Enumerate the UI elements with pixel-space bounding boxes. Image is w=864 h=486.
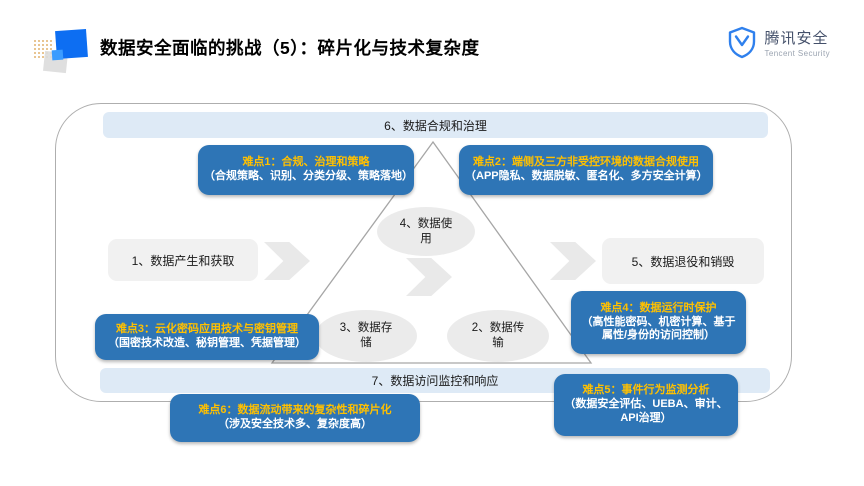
challenge-desc: （数据安全评估、UEBA、审计、API治理） [564, 398, 728, 424]
challenge-title: 难点2：端侧及三方非受控环境的数据合规使用 [472, 156, 700, 169]
challenge-title: 难点5：事件行为监测分析 [582, 384, 710, 397]
challenge-desc: （涉及安全技术多、复杂度高） [218, 418, 372, 430]
stage-ellipse-label: 3、数据存 [339, 322, 393, 335]
stage-box-1: 1、数据产生和获取 [108, 239, 258, 281]
stage-ellipse-4: 4、数据使 用 [377, 207, 475, 256]
stage-ellipse-label: 输 [492, 337, 504, 349]
brand-name: 腾讯安全 [764, 30, 829, 48]
challenge-title: 难点3：云化密码应用技术与密钥管理 [115, 323, 299, 336]
challenge-desc: （APP隐私、数据脱敏、匿名化、多方安全计算） [465, 170, 708, 182]
challenge-card-2: 难点2：端侧及三方非受控环境的数据合规使用 （APP隐私、数据脱敏、匿名化、多方… [459, 145, 713, 195]
stage-ellipse-label: 储 [360, 337, 372, 349]
challenge-title: 难点4：数据运行时保护 [600, 301, 717, 314]
challenge-title: 难点1：合规、治理和策略 [242, 156, 370, 169]
bar-data-governance: 6、数据合规和治理 [103, 112, 768, 138]
challenge-card-4: 难点4：数据运行时保护 （高性能密码、机密计算、基于属性/身份的访问控制） [571, 291, 746, 354]
stage-ellipse-label: 4、数据使 [399, 217, 453, 230]
stage-ellipse-2: 2、数据传 输 [447, 310, 549, 362]
page-title: 数据安全面临的挑战（5）：碎片化与技术复杂度 [100, 38, 480, 58]
challenge-desc: （合规策略、识别、分类分级、策略落地） [204, 170, 413, 182]
challenge-card-5: 难点5：事件行为监测分析 （数据安全评估、UEBA、审计、API治理） [554, 374, 738, 436]
challenge-desc: （高性能密码、机密计算、基于属性/身份的访问控制） [581, 315, 736, 342]
brand-subtitle: Tencent Security [764, 48, 830, 58]
challenge-card-1: 难点1：合规、治理和策略 （合规策略、识别、分类分级、策略落地） [198, 145, 414, 195]
stage-ellipse-label: 2、数据传 [471, 322, 525, 335]
shield-icon [727, 26, 757, 64]
stage-box-5: 5、数据退役和销毁 [602, 238, 764, 284]
challenge-desc: （国密技术改造、秘钥管理、凭据管理） [108, 337, 306, 349]
challenge-card-3: 难点3：云化密码应用技术与密钥管理 （国密技术改造、秘钥管理、凭据管理） [95, 314, 319, 360]
tencent-security-logo: 腾讯安全 Tencent Security [727, 26, 830, 64]
stage-ellipse-label: 用 [420, 232, 432, 245]
challenge-title: 难点6：数据流动带来的复杂性和碎片化 [198, 404, 392, 417]
logo-small-blue-square [51, 49, 64, 61]
challenge-card-6: 难点6：数据流动带来的复杂性和碎片化 （涉及安全技术多、复杂度高） [170, 394, 420, 442]
stage-ellipse-3: 3、数据存 储 [315, 310, 417, 362]
